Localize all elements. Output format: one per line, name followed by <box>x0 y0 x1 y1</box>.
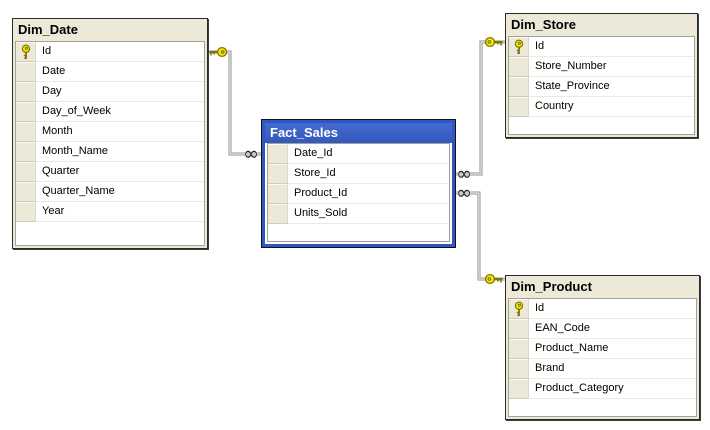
column-row[interactable]: Product_Id <box>268 184 449 204</box>
row-selector-cell <box>16 162 36 182</box>
column-name: Year <box>36 202 204 222</box>
table-title[interactable]: Dim_Date <box>18 22 78 37</box>
relationship-dim-date-to-fact-sales[interactable] <box>208 50 262 156</box>
column-row[interactable]: Date_Id <box>268 144 449 164</box>
row-selector-cell <box>268 164 288 184</box>
key-icon <box>20 44 32 60</box>
column-row[interactable]: Date <box>16 62 204 82</box>
column-row[interactable]: Units_Sold <box>268 204 449 224</box>
key-icon <box>513 39 525 55</box>
column-row[interactable]: Brand <box>509 359 696 379</box>
row-selector-cell <box>509 97 529 117</box>
column-row[interactable]: Day <box>16 82 204 102</box>
column-name: Id <box>529 299 696 319</box>
column-row[interactable]: Year <box>16 202 204 222</box>
column-row[interactable]: State_Province <box>509 77 694 97</box>
key-icon <box>484 36 504 49</box>
column-row[interactable]: Month_Name <box>16 142 204 162</box>
empty-row-space <box>509 399 696 416</box>
column-row[interactable]: Day_of_Week <box>16 102 204 122</box>
column-name: Month_Name <box>36 142 204 162</box>
column-name: Store_Id <box>288 164 449 184</box>
column-name: Date_Id <box>288 144 449 164</box>
column-name: Store_Number <box>529 57 694 77</box>
row-selector-cell <box>509 339 529 359</box>
column-row[interactable]: Id <box>16 42 204 62</box>
row-selector-cell <box>509 379 529 399</box>
row-selector-cell <box>16 142 36 162</box>
empty-row-space <box>16 222 204 245</box>
key-icon <box>484 273 504 286</box>
relationship-dim-product-to-fact-sales[interactable] <box>455 191 505 281</box>
column-row[interactable]: Quarter <box>16 162 204 182</box>
column-row[interactable]: Country <box>509 97 694 117</box>
infinity-icon: ∞ <box>454 162 474 185</box>
column-name: Date <box>36 62 204 82</box>
table-title[interactable]: Fact_Sales <box>265 123 452 143</box>
infinity-glyph: ∞ <box>243 142 259 165</box>
column-name: EAN_Code <box>529 319 696 339</box>
row-selector-cell <box>16 122 36 142</box>
column-name: Units_Sold <box>288 204 449 224</box>
column-row[interactable]: EAN_Code <box>509 319 696 339</box>
column-row[interactable]: Id <box>509 299 696 319</box>
column-name: Day_of_Week <box>36 102 204 122</box>
column-name: Id <box>36 42 204 62</box>
row-selector-cell <box>268 184 288 204</box>
infinity-icon: ∞ <box>241 142 261 165</box>
column-name: Product_Category <box>529 379 696 399</box>
row-selector-cell <box>509 57 529 77</box>
column-name: Product_Name <box>529 339 696 359</box>
empty-row-space <box>268 224 449 241</box>
primary-key-cell <box>509 37 529 57</box>
column-row[interactable]: Id <box>509 37 694 57</box>
column-name: Brand <box>529 359 696 379</box>
column-name: Country <box>529 97 694 117</box>
column-name: Quarter <box>36 162 204 182</box>
row-selector-cell <box>16 82 36 102</box>
infinity-glyph: ∞ <box>456 162 472 185</box>
row-selector-cell <box>509 319 529 339</box>
column-row[interactable]: Product_Category <box>509 379 696 399</box>
primary-key-cell <box>16 42 36 62</box>
key-icon <box>513 301 525 317</box>
column-name: Product_Id <box>288 184 449 204</box>
column-row[interactable]: Quarter_Name <box>16 182 204 202</box>
table-title[interactable]: Dim_Store <box>511 17 577 32</box>
column-row[interactable]: Store_Number <box>509 57 694 77</box>
column-name: Id <box>529 37 694 57</box>
column-row[interactable]: Product_Name <box>509 339 696 359</box>
primary-key-cell <box>509 299 529 319</box>
table-title[interactable]: Dim_Product <box>511 279 592 294</box>
column-name: Quarter_Name <box>36 182 204 202</box>
row-selector-cell <box>509 77 529 97</box>
column-row[interactable]: Store_Id <box>268 164 449 184</box>
relationship-dim-store-to-fact-sales[interactable] <box>455 40 505 176</box>
row-selector-cell <box>16 182 36 202</box>
row-selector-cell <box>268 204 288 224</box>
row-selector-cell <box>268 144 288 164</box>
column-name: Day <box>36 82 204 102</box>
column-row[interactable]: Month <box>16 122 204 142</box>
empty-row-space <box>509 117 694 134</box>
infinity-icon: ∞ <box>454 181 474 204</box>
column-name: Month <box>36 122 204 142</box>
row-selector-cell <box>509 359 529 379</box>
column-name: State_Province <box>529 77 694 97</box>
infinity-glyph: ∞ <box>456 181 472 204</box>
row-selector-cell <box>16 102 36 122</box>
key-icon <box>208 46 228 59</box>
row-selector-cell <box>16 202 36 222</box>
row-selector-cell <box>16 62 36 82</box>
